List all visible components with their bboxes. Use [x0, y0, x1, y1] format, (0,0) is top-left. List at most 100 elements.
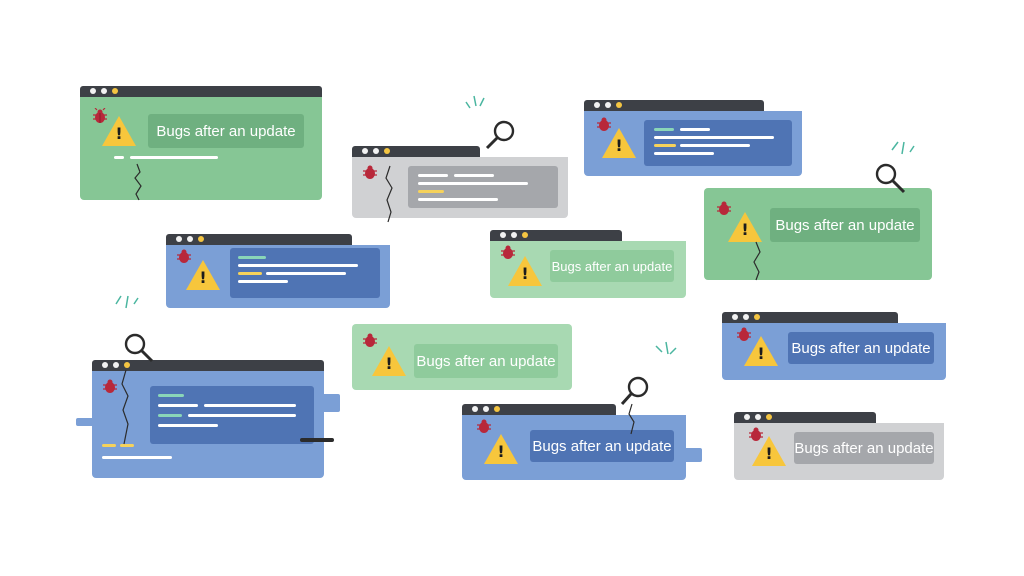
code-line	[158, 394, 184, 397]
window-fragment	[684, 448, 702, 462]
window-dot	[102, 362, 108, 368]
window-dot	[594, 102, 600, 108]
warning-triangle-icon: !	[508, 256, 542, 286]
window-dot	[744, 414, 750, 420]
window-fragment	[318, 394, 340, 412]
window-dot	[124, 362, 130, 368]
sparkle-marks	[115, 295, 139, 309]
window-dot	[732, 314, 738, 320]
window-dot	[616, 102, 622, 108]
error-message: Bugs after an update	[414, 344, 558, 378]
code-line	[654, 152, 714, 155]
code-line	[680, 144, 750, 147]
title-bar	[584, 100, 764, 111]
code-panel	[408, 166, 558, 208]
window-dot	[472, 406, 478, 412]
window-dot	[373, 148, 379, 154]
code-line	[418, 174, 448, 177]
code-line	[266, 272, 346, 275]
sparkle-marks	[465, 95, 485, 109]
window-dot	[101, 88, 107, 94]
bug-icon	[363, 165, 377, 179]
warning-triangle-icon: !	[752, 436, 786, 466]
title-bar	[352, 146, 480, 157]
code-panel	[644, 120, 792, 166]
error-message: Bugs after an update	[550, 250, 674, 282]
error-window-green-center: ! Bugs after an update	[490, 230, 686, 298]
code-line	[418, 190, 444, 193]
code-line	[120, 444, 134, 447]
window-dot	[754, 314, 760, 320]
error-window-blue-right: ! Bugs after an update	[722, 312, 946, 380]
window-dot	[384, 148, 390, 154]
title-bar	[722, 312, 898, 323]
error-window-gray-code	[352, 146, 568, 223]
magnifying-glass-icon	[485, 120, 515, 150]
code-line	[158, 424, 218, 427]
code-line	[238, 264, 358, 267]
window-dot	[187, 236, 193, 242]
title-bar	[166, 234, 352, 245]
code-line	[418, 182, 528, 185]
window-dot	[522, 232, 528, 238]
window-dot	[511, 232, 517, 238]
window-dot	[112, 88, 118, 94]
code-line	[204, 404, 296, 407]
code-line	[188, 414, 296, 417]
sparkle-marks	[891, 141, 915, 155]
magnifying-glass-icon	[620, 376, 649, 406]
code-line	[158, 404, 198, 407]
error-message: Bugs after an update	[788, 332, 934, 364]
code-line	[654, 136, 774, 139]
window-dot	[766, 414, 772, 420]
window-body	[80, 97, 322, 200]
warning-triangle-icon: !	[102, 116, 136, 146]
title-bar	[734, 412, 876, 423]
window-dot	[483, 406, 489, 412]
window-dot	[90, 88, 96, 94]
code-line	[102, 456, 172, 459]
window-dot	[113, 362, 119, 368]
error-window-blue-bottom-left	[92, 360, 324, 478]
window-dot	[500, 232, 506, 238]
title-bar	[92, 360, 324, 371]
error-window-blue-bottom-center: ! Bugs after an update	[462, 403, 686, 480]
bug-icon	[717, 201, 731, 215]
window-dot	[494, 406, 500, 412]
magnifying-glass-icon	[875, 163, 906, 194]
code-line	[654, 128, 674, 131]
window-fragment	[300, 438, 334, 442]
code-line	[454, 174, 494, 177]
error-window-green-top-left: ! Bugs after an update	[80, 86, 322, 201]
warning-triangle-icon: !	[728, 212, 762, 242]
code-line	[418, 198, 498, 201]
window-dot	[605, 102, 611, 108]
crack-line	[121, 369, 129, 445]
code-line	[680, 128, 710, 131]
code-line	[158, 414, 182, 417]
error-window-green-right: ! Bugs after an update	[704, 188, 932, 281]
code-line	[238, 256, 266, 259]
bug-icon	[501, 245, 515, 259]
crack-line	[628, 403, 635, 435]
warning-triangle-icon: !	[186, 260, 220, 290]
error-window-green-mid: ! Bugs after an update	[352, 324, 572, 390]
sparkle-marks	[655, 341, 677, 355]
window-dot	[198, 236, 204, 242]
error-window-blue-mid-left: !	[166, 234, 390, 308]
code-line	[102, 444, 116, 447]
crack-line	[134, 163, 142, 201]
error-message: Bugs after an update	[794, 432, 934, 464]
magnifying-glass-icon	[124, 333, 154, 363]
warning-triangle-icon: !	[744, 336, 778, 366]
warning-triangle-icon: !	[372, 346, 406, 376]
text-line	[130, 156, 218, 159]
window-dot	[176, 236, 182, 242]
error-message: Bugs after an update	[148, 114, 304, 148]
error-message: Bugs after an update	[530, 430, 674, 462]
title-bar	[80, 86, 322, 97]
warning-triangle-icon: !	[602, 128, 636, 158]
error-window-blue-top-right: !	[584, 100, 802, 176]
window-dot	[755, 414, 761, 420]
title-bar	[462, 404, 616, 415]
